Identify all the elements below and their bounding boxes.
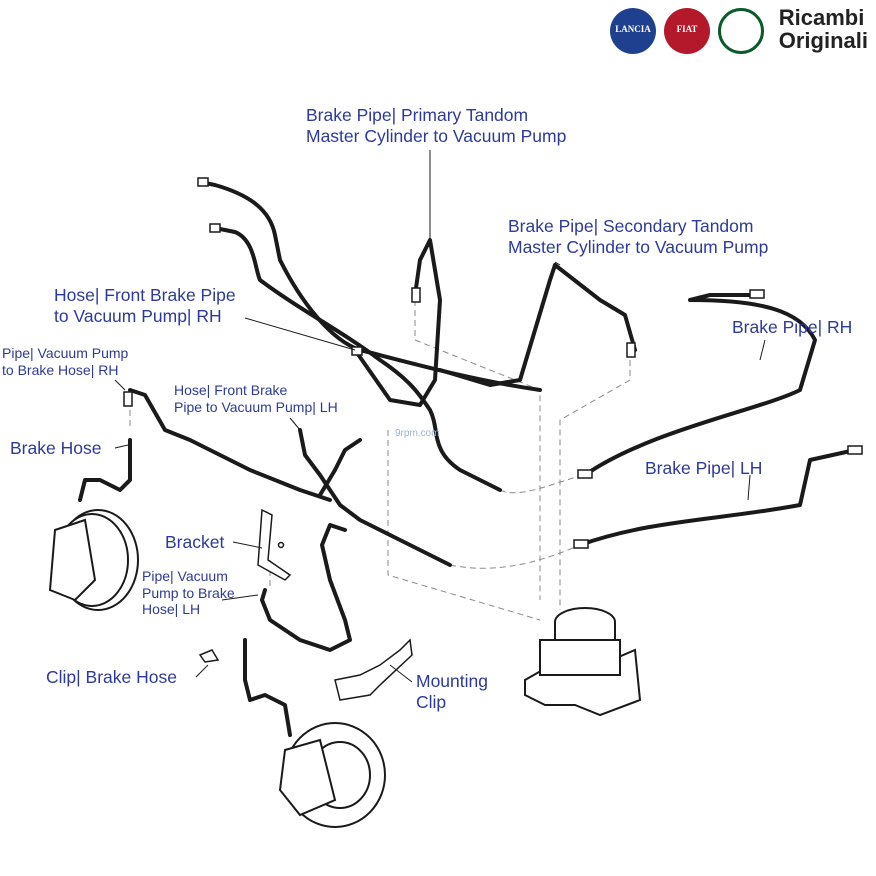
- label-bracket: Bracket: [165, 532, 225, 552]
- watermark: 9rpm.com: [395, 428, 440, 439]
- fitting-1: [411, 287, 421, 303]
- pipe-vacuum-pump-rh: [128, 388, 332, 502]
- brake-hose-rh: [78, 438, 132, 502]
- fitting-8: [351, 346, 363, 356]
- secondary-tandom-pipe: [438, 263, 557, 387]
- brake-pipe-rh: [583, 293, 817, 477]
- primary-pipe-long: [198, 180, 542, 392]
- hose-front-lh-link: [318, 438, 362, 497]
- hose-front-lh-pipe: [298, 428, 452, 567]
- bracket-part: [257, 508, 292, 581]
- fitting-5: [749, 289, 765, 299]
- leader-pipe-vacuum-rh: [114, 379, 126, 391]
- label-clip-brake-hose: Clip| Brake Hose: [46, 667, 177, 687]
- brake-hose-lh: [243, 638, 292, 737]
- alfa-romeo-logo: [718, 8, 764, 54]
- dashed-guide-3: [499, 474, 586, 494]
- fiat-logo: FIAT: [664, 8, 710, 54]
- clip-brake-hose-part: [198, 649, 220, 663]
- dashed-guide-2: [559, 360, 631, 610]
- brake-pipe-lh: [578, 448, 857, 547]
- fitting-6: [847, 445, 863, 455]
- brake-disc-rh: [48, 509, 139, 611]
- label-brake-hose: Brake Hose: [10, 438, 102, 458]
- leader-hose-front-rh: [244, 317, 356, 351]
- fitting-9: [197, 177, 209, 187]
- leader-brake-pipe-lh: [747, 474, 751, 501]
- leader-bracket: [232, 541, 263, 549]
- mounting-clip-part: [334, 638, 413, 701]
- leader-hose-front-lh: [289, 417, 301, 431]
- brake-pipes: [78, 180, 857, 737]
- secondary-tandom-pipe-end: [553, 263, 637, 352]
- vacuum-pump-pipe-rh: [353, 238, 442, 407]
- fitting-7: [123, 391, 133, 407]
- fitting-10: [209, 223, 221, 233]
- fittings: [123, 177, 863, 549]
- leader-clip-brake-hose: [195, 664, 209, 678]
- leader-mounting-clip: [389, 664, 413, 683]
- leader-brake-hose: [114, 444, 129, 449]
- dashed-guide-5: [387, 430, 541, 621]
- secondary-pipe-long: [213, 226, 502, 492]
- leader-secondary-pipe: [554, 261, 561, 266]
- dashed-guide-1: [414, 300, 541, 600]
- leader-brake-pipe-rh: [759, 339, 766, 361]
- fitting-3: [577, 469, 593, 479]
- brand-text: Ricambi Originali: [779, 6, 868, 52]
- fitting-2: [626, 342, 636, 358]
- brand-line-1: Ricambi: [778, 5, 865, 30]
- label-brake-pipe-rh: Brake Pipe| RH: [732, 317, 853, 337]
- leader-pipe-vacuum-lh: [221, 594, 259, 601]
- brake-disc-lh: [278, 722, 386, 828]
- fitting-4: [573, 539, 589, 549]
- lancia-logo: LANCIA: [610, 8, 656, 54]
- brand-line-2: Originali: [778, 28, 868, 54]
- dashed-guide-4: [449, 544, 581, 569]
- leader-lines: [114, 150, 766, 683]
- abs-unit: [524, 607, 642, 717]
- pipe-vacuum-pump-lh: [260, 523, 352, 652]
- label-brake-pipe-lh: Brake Pipe| LH: [645, 458, 763, 478]
